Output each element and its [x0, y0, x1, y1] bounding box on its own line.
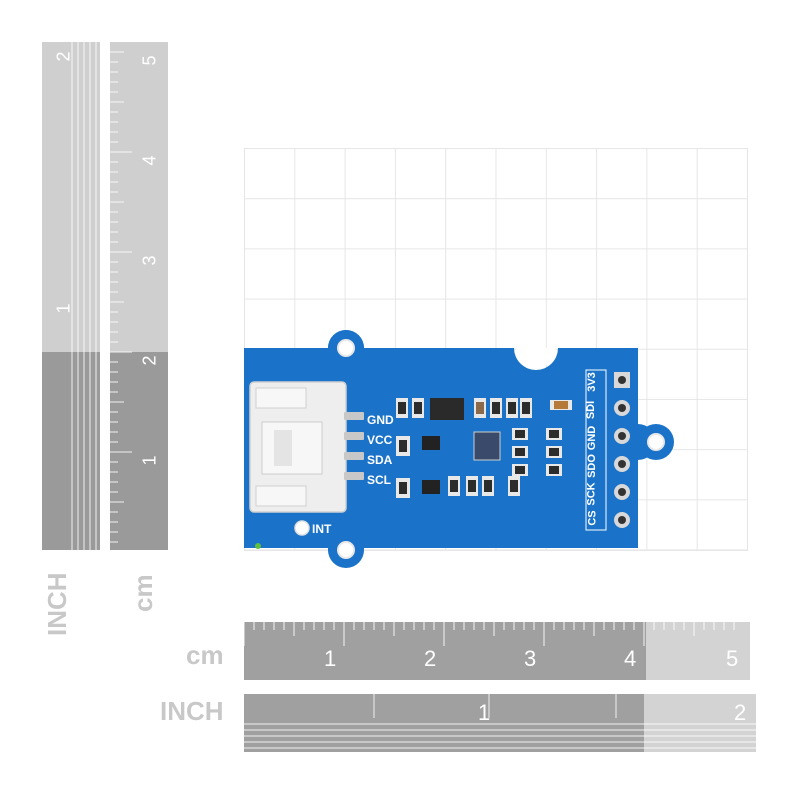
bottom-inch-unit-label: INCH — [160, 696, 224, 726]
inch-ruler-unit-label: INCH — [42, 572, 72, 636]
bottom-cm-number-4: 4 — [624, 646, 637, 671]
pin-label-sck: SCK — [585, 482, 598, 506]
pin-label-sdi: SDI — [585, 400, 598, 420]
pin-label-sdo: SDO — [585, 454, 598, 478]
bottom-cm-number-5: 5 — [726, 646, 739, 671]
cm-ruler-ticks — [110, 51, 132, 543]
inch-ruler-ticks — [71, 42, 97, 550]
pin-label-gnd-right: GND — [586, 425, 599, 451]
bottom-cm-ruler-light-segment — [646, 622, 750, 680]
cm-ruler-number-1: 1 — [139, 455, 160, 466]
cm-ruler-light-segment — [110, 42, 168, 352]
cm-ruler-dark-segment — [110, 352, 168, 550]
pin-header-pads — [614, 372, 630, 528]
bottom-cm-ruler-ticks — [244, 622, 735, 646]
cm-ruler-number-5: 5 — [139, 55, 160, 66]
bottom-cm-number-3: 3 — [524, 646, 537, 671]
top-mounting-hole — [337, 339, 355, 357]
ic-chip — [430, 398, 464, 420]
sensor-board — [244, 330, 674, 568]
pin-label-scl: SCL — [367, 473, 391, 487]
cm-ruler-number-2: 2 — [139, 355, 160, 366]
cm-ruler-unit-label: cm — [128, 574, 158, 612]
pin-label-vcc: VCC — [367, 433, 393, 447]
int-label: INT — [312, 522, 332, 536]
bottom-cm-ruler-dark-segment — [244, 622, 646, 680]
inch-ruler-number-1: 1 — [53, 303, 74, 314]
cm-ruler-number-3: 3 — [139, 255, 160, 266]
pin-label-gnd: GND — [367, 413, 394, 427]
right-mounting-hole — [647, 433, 665, 451]
bottom-inch-ruler-ticks — [244, 694, 756, 749]
int-pad — [294, 520, 310, 536]
pcb-body — [244, 330, 656, 566]
bottom-cm-unit-label: cm — [186, 640, 224, 670]
cm-ruler-number-4: 4 — [139, 155, 160, 166]
smd-components — [396, 398, 572, 498]
bottom-cm-number-1: 1 — [324, 646, 337, 671]
bottom-mounting-hole — [337, 541, 355, 559]
right-pin-labels: 3V3 SDI GND SDO SCK CS — [585, 370, 602, 528]
sensor-chip — [473, 431, 501, 461]
bottom-inch-number-1: 1 — [478, 700, 491, 725]
bottom-inch-number-2: 2 — [734, 700, 747, 725]
pin-label-sda: SDA — [367, 453, 393, 467]
inch-ruler-number-2: 2 — [53, 51, 74, 62]
pin-label-3v3: 3V3 — [585, 372, 598, 392]
bottom-cm-number-2: 2 — [424, 646, 437, 671]
pin-label-cs: CS — [586, 510, 599, 526]
